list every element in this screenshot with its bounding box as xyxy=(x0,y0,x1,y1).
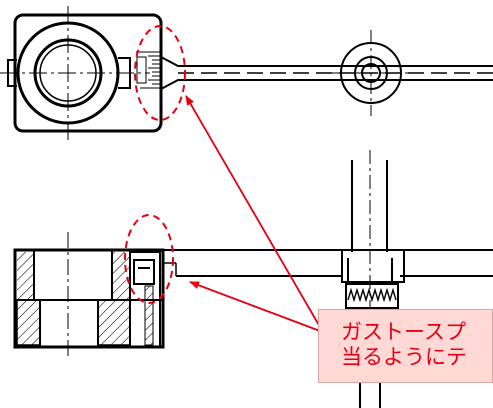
knurled-section xyxy=(345,283,399,309)
hatch-left-lower xyxy=(17,300,40,345)
hatch-left-upper xyxy=(17,252,34,300)
arrow-to-bottom xyxy=(189,281,321,332)
highlight-ellipse-bottom xyxy=(124,214,174,304)
top-arm xyxy=(160,56,493,90)
scale-marks xyxy=(136,51,160,89)
hatch-right-lower xyxy=(98,300,130,345)
callout-box: ガストースプ 当るようにテ xyxy=(318,309,493,383)
annotations xyxy=(124,25,321,332)
section-view xyxy=(13,150,493,408)
section-scale-block xyxy=(129,251,161,348)
callout-line-1: ガストースプ xyxy=(341,320,466,344)
top-view xyxy=(0,6,493,140)
arrow-to-top xyxy=(185,95,321,328)
hatch-right-wall xyxy=(112,252,130,300)
section-arm xyxy=(163,249,493,277)
highlight-ellipse-top xyxy=(134,25,186,121)
callout-line-2: 当るようにテ xyxy=(341,345,467,369)
